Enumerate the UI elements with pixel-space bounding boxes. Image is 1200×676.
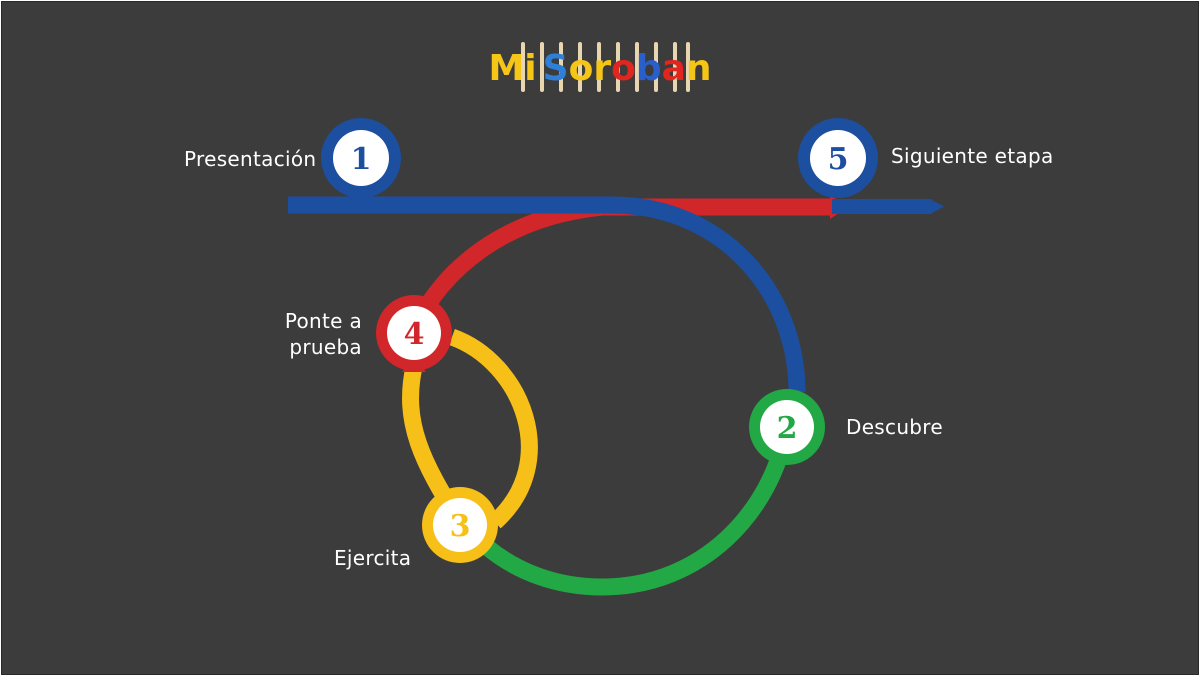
step-core bbox=[760, 400, 814, 454]
logo-rods bbox=[521, 42, 690, 92]
logo-letter: b bbox=[636, 48, 662, 89]
step-node-5: 5 bbox=[798, 118, 878, 198]
logo-letter: r bbox=[593, 48, 611, 89]
logo-letter: o bbox=[569, 48, 594, 89]
logo-letter: o bbox=[611, 48, 636, 89]
logo-rod bbox=[540, 42, 544, 92]
logo-letter: S bbox=[543, 48, 569, 89]
step-core bbox=[387, 306, 441, 360]
step-core bbox=[810, 130, 866, 186]
arrow-blue-head bbox=[930, 199, 944, 214]
step-number: 4 bbox=[404, 317, 425, 352]
logo-rod bbox=[578, 42, 582, 92]
logo-rod bbox=[521, 42, 525, 92]
step-node-1: 1 bbox=[321, 118, 401, 198]
logo-rod bbox=[616, 42, 620, 92]
step-node-4: 4 bbox=[376, 295, 452, 371]
step-label-descubre: Descubre bbox=[846, 415, 943, 439]
logo-rod bbox=[559, 42, 563, 92]
step-number: 1 bbox=[351, 142, 372, 177]
logo-rod bbox=[654, 42, 658, 92]
step-number: 5 bbox=[828, 142, 849, 177]
logo-rod bbox=[686, 42, 690, 92]
step-node-2: 2 bbox=[749, 389, 825, 465]
logo-rod bbox=[597, 42, 601, 92]
step-label-line: prueba bbox=[289, 335, 362, 359]
step-label-siguiente-etapa: Siguiente etapa bbox=[891, 144, 1054, 168]
logo-letter: M bbox=[488, 48, 524, 89]
arrow-blue-shaft bbox=[832, 199, 932, 214]
step-number: 3 bbox=[450, 509, 471, 544]
step-label-ejercita: Ejercita bbox=[334, 546, 412, 570]
step-label-ponte-a-prueba: Ponte a prueba bbox=[284, 308, 362, 360]
path-blue-segment bbox=[288, 196, 806, 393]
step-label-presentacion: Presentación bbox=[184, 147, 317, 171]
step-number: 2 bbox=[777, 411, 798, 446]
path-green-segment bbox=[481, 425, 796, 596]
step-label-line: Ponte a bbox=[284, 309, 362, 333]
logo-rod bbox=[635, 42, 639, 92]
logo-rod bbox=[673, 42, 677, 92]
step-node-3: 3 bbox=[422, 487, 498, 563]
path-yellow-right bbox=[448, 328, 538, 529]
step-core bbox=[433, 498, 487, 552]
logo-letter: a bbox=[662, 48, 686, 89]
logo-letter: i bbox=[524, 48, 536, 89]
logo-letter: n bbox=[686, 48, 712, 89]
step-core bbox=[333, 130, 389, 186]
